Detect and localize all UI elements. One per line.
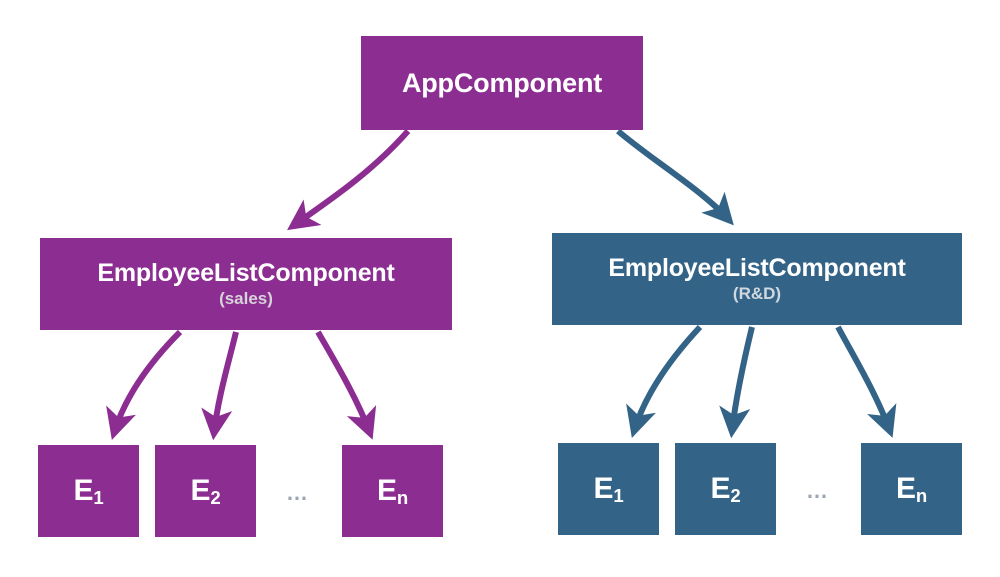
node-sales-employee-n-label: En <box>377 474 408 509</box>
edge-sales-to-leaf-n <box>315 330 377 440</box>
node-employee-list-rnd-subtitle: (R&D) <box>732 284 782 304</box>
node-sales-employee-1[interactable]: E1 <box>38 445 139 537</box>
edge-app-to-rnd <box>616 128 734 226</box>
node-employee-list-sales-label: EmployeeListComponent <box>97 258 395 287</box>
node-sales-employee-1-label: E1 <box>73 474 104 509</box>
node-rnd-employee-1-label: E1 <box>593 472 624 507</box>
node-employee-list-sales[interactable]: EmployeeListComponent (sales) <box>40 238 452 330</box>
node-rnd-employee-n-label: En <box>896 472 927 507</box>
node-employee-list-sales-subtitle: (sales) <box>219 289 273 309</box>
sales-leaves-ellipsis: … <box>286 480 310 505</box>
edge-rnd-to-leaf-n <box>835 325 897 438</box>
node-sales-employee-n[interactable]: En <box>342 445 443 537</box>
node-rnd-employee-n[interactable]: En <box>861 443 962 535</box>
edge-sales-to-leaf-1 <box>106 329 183 440</box>
node-rnd-employee-2-label: E2 <box>710 472 741 507</box>
edge-rnd-to-leaf-1 <box>626 324 703 438</box>
node-rnd-employee-1[interactable]: E1 <box>558 443 659 535</box>
node-sales-employee-2[interactable]: E2 <box>155 445 256 537</box>
rnd-leaves-ellipsis: … <box>806 478 830 503</box>
edge-sales-to-leaf-2 <box>201 331 239 441</box>
node-app-component-label: AppComponent <box>401 67 603 98</box>
node-rnd-employee-2[interactable]: E2 <box>675 443 776 535</box>
node-app-component[interactable]: AppComponent <box>361 36 643 130</box>
node-sales-employee-2-label: E2 <box>190 474 221 509</box>
edge-rnd-to-leaf-2 <box>719 326 755 439</box>
node-employee-list-rnd-label: EmployeeListComponent <box>608 253 906 282</box>
edge-app-to-sales <box>287 129 411 231</box>
node-employee-list-rnd[interactable]: EmployeeListComponent (R&D) <box>552 233 962 325</box>
